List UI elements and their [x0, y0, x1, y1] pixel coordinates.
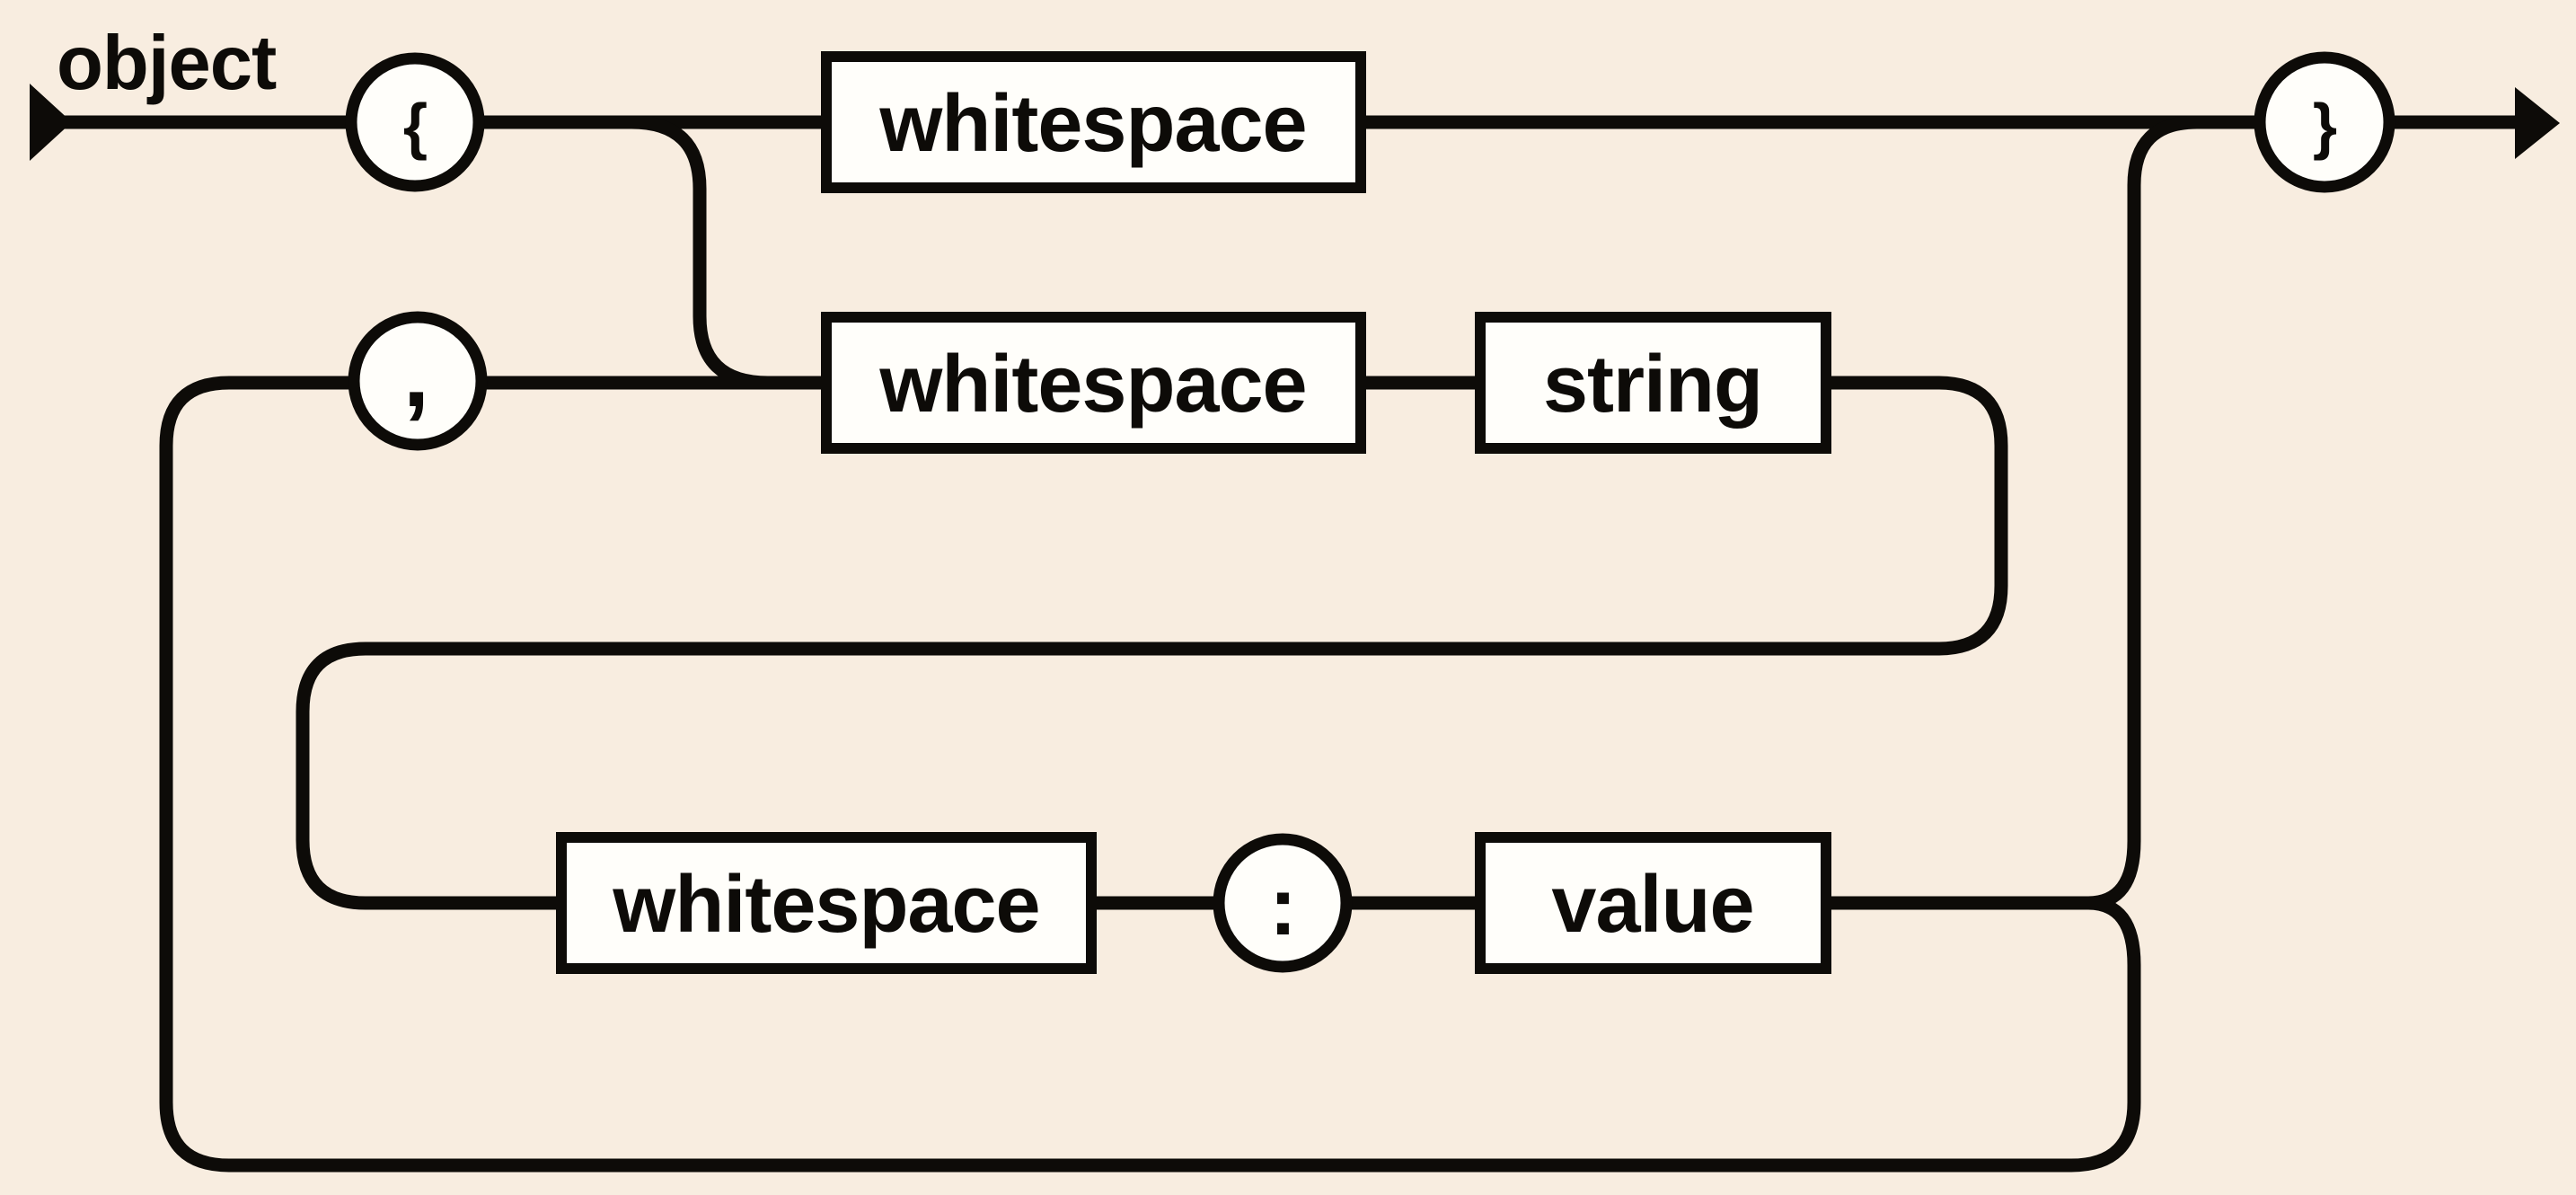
- nonterminal-whitespace-loop: whitespace: [821, 312, 1366, 454]
- close-brace-label: }: [2313, 91, 2337, 161]
- whitespace-top-label: whitespace: [878, 79, 1306, 169]
- rail-branch-open-brace-to-loop: [631, 115, 769, 390]
- open-brace-circle: [345, 52, 485, 192]
- whitespace-pair-box: [556, 832, 1097, 974]
- page-title: object: [57, 21, 277, 106]
- value-label: value: [1551, 860, 1753, 950]
- whitespace-loop-box: [821, 312, 1366, 454]
- nonterminal-string: string: [1475, 312, 1831, 454]
- colon-circle: [1213, 833, 1353, 973]
- close-brace-circle: [2254, 51, 2395, 193]
- whitespace-top-box: [821, 51, 1366, 193]
- nonterminal-whitespace-top: whitespace: [821, 51, 1366, 193]
- start-arrow-icon: [30, 84, 72, 161]
- comma-label: ,: [403, 322, 428, 427]
- end-arrow-icon: [2515, 87, 2560, 159]
- terminal-colon: :: [1213, 833, 1353, 973]
- comma-circle: [348, 311, 488, 451]
- colon-label: :: [1269, 861, 1296, 952]
- terminal-close-brace: }: [2254, 51, 2395, 193]
- rail-exit-to-close-brace: [2087, 115, 2198, 910]
- string-label: string: [1543, 340, 1762, 429]
- whitespace-pair-label: whitespace: [612, 860, 1039, 950]
- rail-pair-sequence: [296, 376, 2088, 910]
- terminal-open-brace: {: [345, 52, 485, 192]
- nonterminal-value: value: [1475, 832, 1831, 974]
- string-box: [1475, 312, 1831, 454]
- value-box: [1475, 832, 1831, 974]
- rail-loop-back-to-comma: [159, 376, 2141, 1173]
- whitespace-loop-label: whitespace: [878, 340, 1306, 429]
- terminal-comma: ,: [348, 311, 488, 451]
- open-brace-label: {: [403, 91, 427, 161]
- nonterminal-whitespace-pair: whitespace: [556, 832, 1097, 974]
